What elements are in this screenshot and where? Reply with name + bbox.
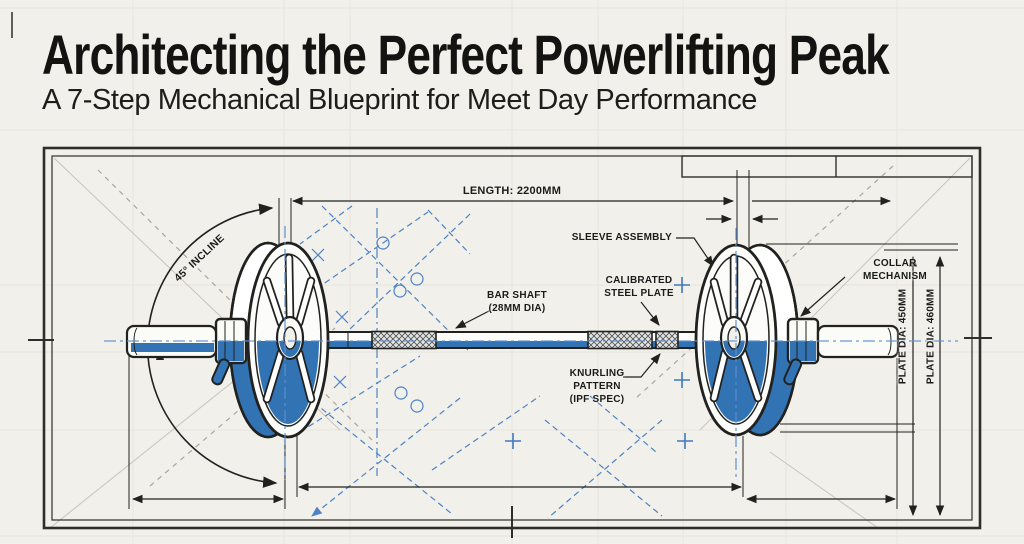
dim-label-length: LENGTH: 2200MM <box>462 185 562 197</box>
left-plate <box>228 241 330 439</box>
right-collar <box>783 317 820 386</box>
knurling-bands <box>371 330 679 350</box>
blue-construction-marks <box>311 236 424 413</box>
label-sleeve-assembly: SLEEVE ASSEMBLY <box>571 232 672 243</box>
label-plate-dia-inner: PLATE DIA: 450MM <box>897 288 909 385</box>
leader-lines <box>455 237 846 378</box>
label-calibrated-steel-plate: CALIBRATED STEEL PLATE <box>604 275 674 299</box>
left-plate-spokes <box>262 253 316 404</box>
right-plate-spokes <box>709 253 763 403</box>
bar-shaft <box>261 330 749 350</box>
left-hub <box>275 315 305 361</box>
poster-title: Architecting the Perfect Powerlifting Pe… <box>42 23 890 86</box>
title-block <box>681 155 973 178</box>
label-collar-mechanism: COLLAR MECHANISM <box>863 258 927 282</box>
label-bar-shaft: BAR SHAFT (28MM DIA) <box>486 290 548 314</box>
label-knurling-pattern: KNURLING PATTERN (IPF SPEC) <box>569 368 625 405</box>
registration-plus-marks <box>505 277 693 449</box>
sheet-frame <box>11 12 992 538</box>
blue-construction-lines <box>299 205 663 519</box>
label-plate-dia-outer: PLATE DIA: 460MM <box>925 288 937 385</box>
left-collar-lever <box>211 358 231 386</box>
right-hub <box>719 315 749 361</box>
right-collar-lever <box>783 358 803 386</box>
poster-subtitle: A 7-Step Mechanical Blueprint for Meet D… <box>42 84 758 116</box>
right-plate <box>694 243 800 437</box>
center-lines <box>104 226 958 480</box>
